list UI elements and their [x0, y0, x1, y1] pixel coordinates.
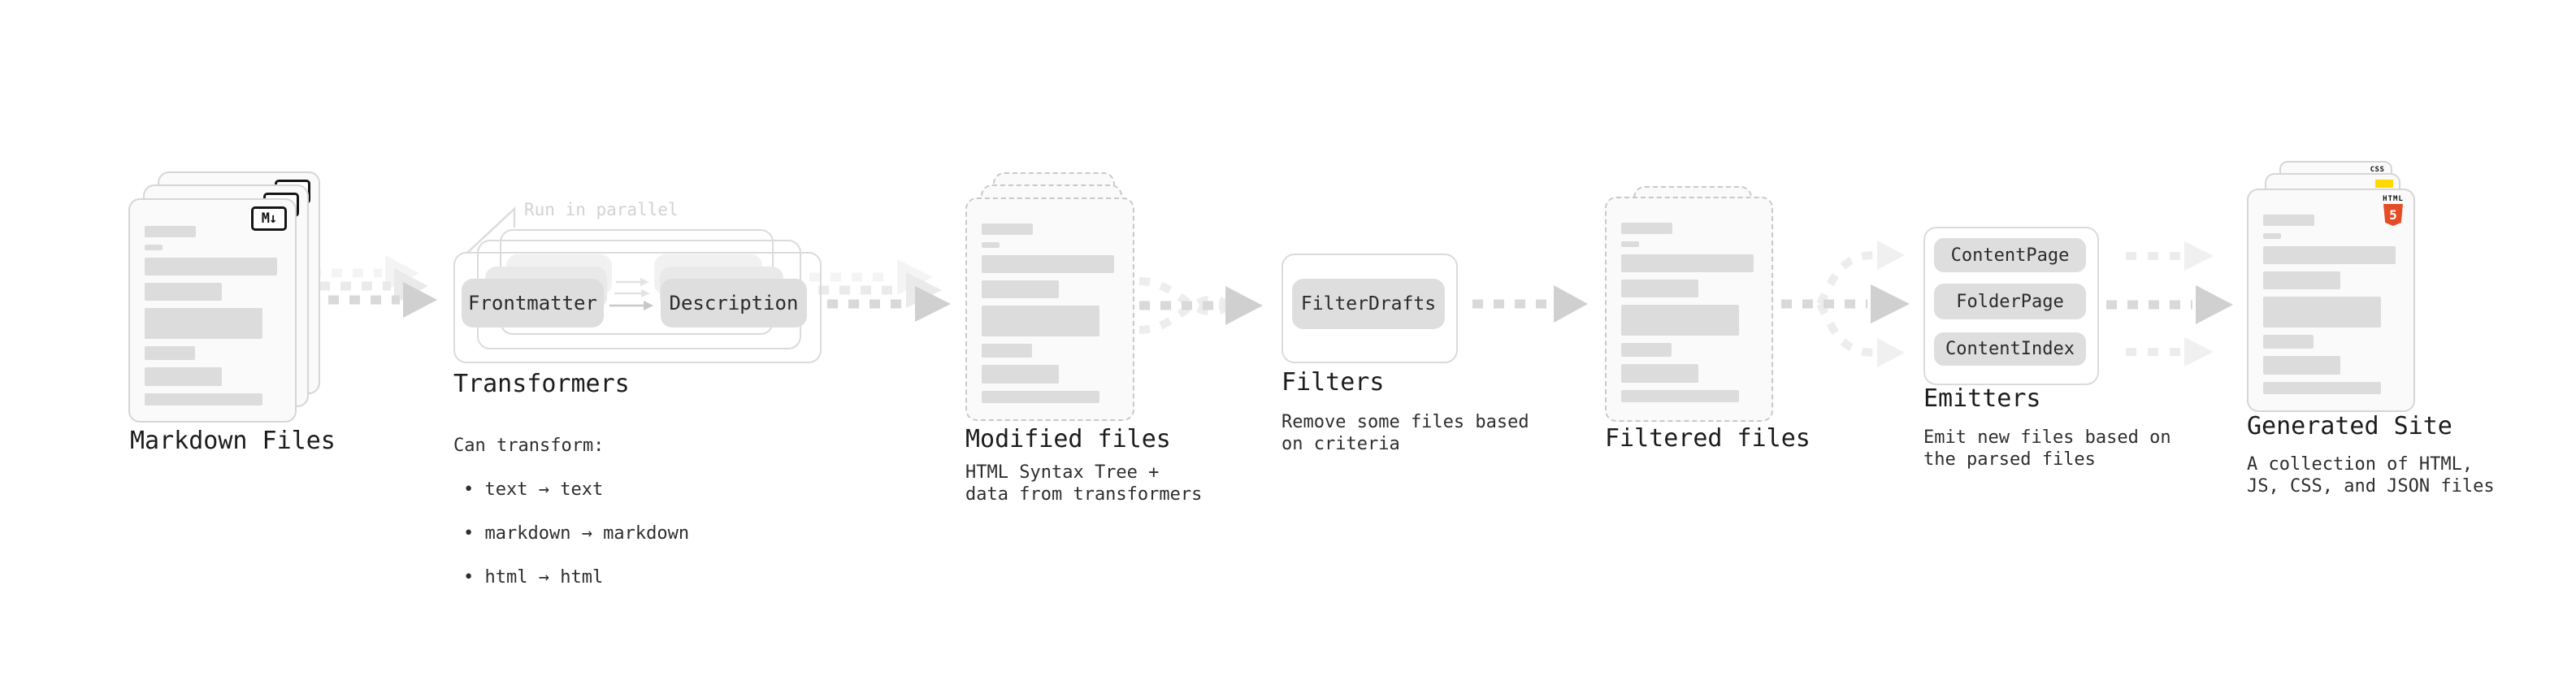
- placeholder-bar: [145, 245, 163, 250]
- transformers-label: Transformers: [453, 370, 630, 398]
- markdown-icon: M↓: [251, 206, 287, 231]
- placeholder-bar: [1621, 305, 1739, 336]
- transformers-caption: Can transform: • text → text • markdown …: [453, 413, 689, 610]
- filters-caption: Remove some files based on criteria: [1281, 412, 1529, 454]
- placeholder-bar: [2263, 215, 2314, 226]
- placeholder-bar: [145, 367, 222, 386]
- doc-content-placeholder: [982, 223, 1114, 403]
- folderpage-pill: FolderPage: [1934, 284, 2086, 319]
- generated-site-label: Generated Site: [2247, 412, 2452, 440]
- css-icon-label: CSS: [2370, 166, 2385, 174]
- arrow-emitters-to-generated: [2106, 241, 2233, 367]
- generated-site-caption: A collection of HTML, JS, CSS, and JSON …: [2247, 454, 2495, 497]
- filters-box: [1281, 254, 1458, 363]
- placeholder-bar: [1621, 223, 1672, 234]
- placeholder-bar: [145, 346, 195, 360]
- placeholder-bar: [145, 393, 262, 406]
- filtered-doc-front: [1605, 197, 1773, 422]
- description-pill: Description: [661, 279, 807, 327]
- frontmatter-pill: Frontmatter: [462, 279, 604, 327]
- arrow-filters-to-filtered: [1472, 285, 1588, 323]
- placeholder-bar: [2263, 382, 2381, 394]
- placeholder-bar: [982, 280, 1059, 298]
- placeholder-bar: [145, 283, 222, 301]
- modified-doc-front: [965, 197, 1134, 421]
- contentpage-pill: ContentPage: [1934, 238, 2086, 272]
- generated-doc-front: HTML 5: [2247, 189, 2415, 412]
- html5-icon-shield: 5: [2383, 204, 2403, 226]
- placeholder-bar: [1621, 390, 1739, 402]
- placeholder-bar: [2263, 297, 2381, 327]
- placeholder-bar: [1621, 280, 1698, 297]
- placeholder-bar: [982, 242, 1000, 248]
- html5-icon: HTML 5: [2383, 195, 2404, 226]
- placeholder-bar: [982, 365, 1059, 384]
- filtered-files-label: Filtered files: [1605, 424, 1811, 453]
- arrow-merge-to-filters: [1138, 277, 1263, 334]
- doc-content-placeholder: [1621, 223, 1754, 402]
- contentindex-pill: ContentIndex: [1934, 332, 2086, 366]
- arrow-transformers-to-modified: [809, 259, 951, 322]
- placeholder-bar: [2263, 246, 2396, 264]
- placeholder-bar: [2263, 271, 2340, 289]
- placeholder-bar: [982, 391, 1099, 403]
- doc-content-placeholder: [2263, 215, 2396, 394]
- placeholder-bar: [2263, 356, 2340, 375]
- placeholder-bar: [982, 223, 1033, 235]
- placeholder-bar: [982, 344, 1032, 358]
- placeholder-bar: [1621, 364, 1698, 383]
- placeholder-bar: [1621, 254, 1754, 272]
- placeholder-bar: [145, 258, 277, 275]
- placeholder-bar: [2263, 335, 2314, 349]
- markdown-doc-front: M↓: [128, 198, 297, 423]
- emitters-label: Emitters: [1923, 384, 2041, 413]
- placeholder-bar: [145, 226, 196, 237]
- doc-content-placeholder: [145, 226, 277, 406]
- modified-files-label: Modified files: [965, 425, 1171, 453]
- placeholder-bar: [982, 255, 1114, 273]
- run-in-parallel-annotation: Run in parallel: [524, 200, 679, 219]
- js-icon: [2375, 180, 2393, 188]
- placeholder-bar: [982, 306, 1099, 336]
- placeholder-bar: [2263, 233, 2281, 239]
- filters-label: Filters: [1281, 368, 1385, 397]
- caption-bullet: • html → html: [463, 567, 604, 588]
- placeholder-bar: [145, 308, 262, 339]
- placeholder-bar: [1621, 241, 1639, 247]
- caption-bullet: • text → text: [463, 479, 604, 500]
- html5-icon-label: HTML: [2383, 195, 2404, 203]
- emitters-caption: Emit new files based on the parsed files: [1923, 427, 2171, 470]
- filterdrafts-pill: FilterDrafts: [1292, 279, 1445, 329]
- modified-files-caption: HTML Syntax Tree + data from transformer…: [965, 462, 1203, 505]
- emitters-box: [1923, 227, 2099, 385]
- caption-bullet: • markdown → markdown: [463, 523, 690, 544]
- placeholder-bar: [1621, 343, 1672, 357]
- caption-line: Can transform:: [453, 436, 605, 456]
- transformer-box-front: [453, 252, 822, 363]
- arrow-split-to-emitters: [1781, 241, 1910, 367]
- markdown-files-label: Markdown Files: [130, 427, 336, 455]
